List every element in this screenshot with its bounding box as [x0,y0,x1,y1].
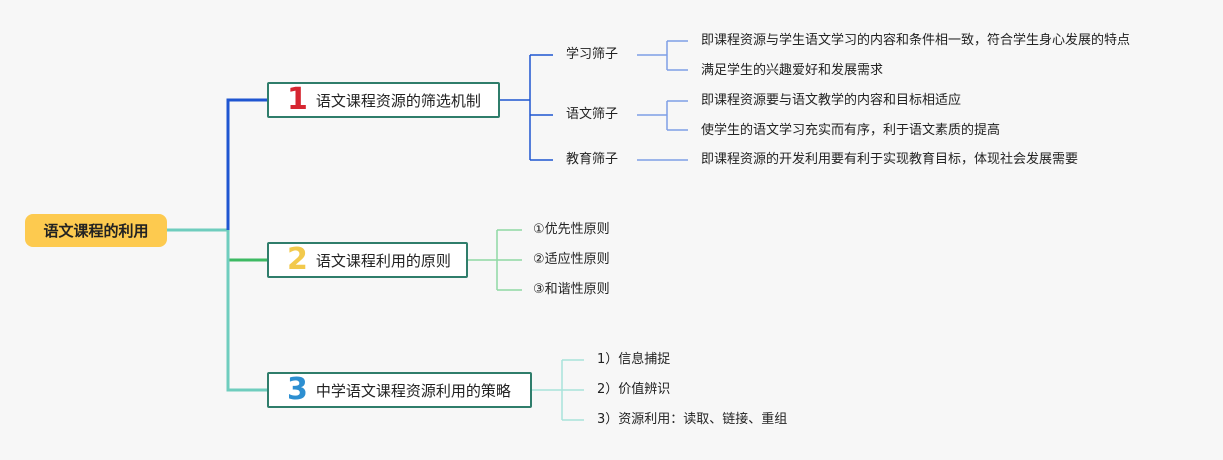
branch3-connector [226,230,267,392]
leaf-education-1[interactable]: 即课程资源的开发利用要有利于实现教育目标，体现社会发展需要 [701,152,1079,167]
branch2-subtree-lines [468,229,522,291]
branch1-label: 语文课程资源的筛选机制 [315,91,481,110]
sieve-education-node[interactable]: 教育筛子 [566,152,619,167]
branch1-leaf-lines [637,40,688,161]
branch1-number: 1 [287,82,308,117]
branch3-label: 中学语文课程资源利用的策略 [315,381,511,400]
branch1-subtree-lines [500,54,553,161]
leaf-chinese-2[interactable]: 使学生的语文学习充实而有序，利于语文素质的提高 [701,123,1001,138]
branch1-node[interactable]: 1 语文课程资源的筛选机制 [267,82,500,118]
branch1-connector [226,98,267,230]
sieve-chinese-node[interactable]: 语文筛子 [566,107,619,122]
leaf-chinese-1[interactable]: 即课程资源要与语文教学的内容和目标相适应 [701,93,962,108]
root-node[interactable]: 语文课程的利用 [25,214,167,247]
leaf-learning-1[interactable]: 即课程资源与学生语文学习的内容和条件相一致，符合学生身心发展的特点 [701,33,1131,48]
strategy-capture[interactable]: 1）信息捕捉 [597,352,671,367]
branch3-number: 3 [287,372,308,407]
branch2-label: 语文课程利用的原则 [315,251,451,270]
root-label: 语文课程的利用 [43,222,149,240]
strategy-identify[interactable]: 2）价值辨识 [597,382,671,397]
branch3-node[interactable]: 3 中学语文课程资源利用的策略 [267,372,532,408]
branch2-number: 2 [287,242,308,277]
branch3-subtree-lines [532,359,584,421]
principle-harmony[interactable]: ③和谐性原则 [533,282,610,297]
principle-priority[interactable]: ①优先性原则 [533,222,610,237]
branch2-node[interactable]: 2 语文课程利用的原则 [267,242,468,278]
sieve-learning-node[interactable]: 学习筛子 [566,47,619,62]
strategy-utilize[interactable]: 3）资源利用：读取、链接、重组 [597,412,788,427]
leaf-learning-2[interactable]: 满足学生的兴趣爱好和发展需求 [701,63,884,78]
principle-adaptability[interactable]: ②适应性原则 [533,252,610,267]
